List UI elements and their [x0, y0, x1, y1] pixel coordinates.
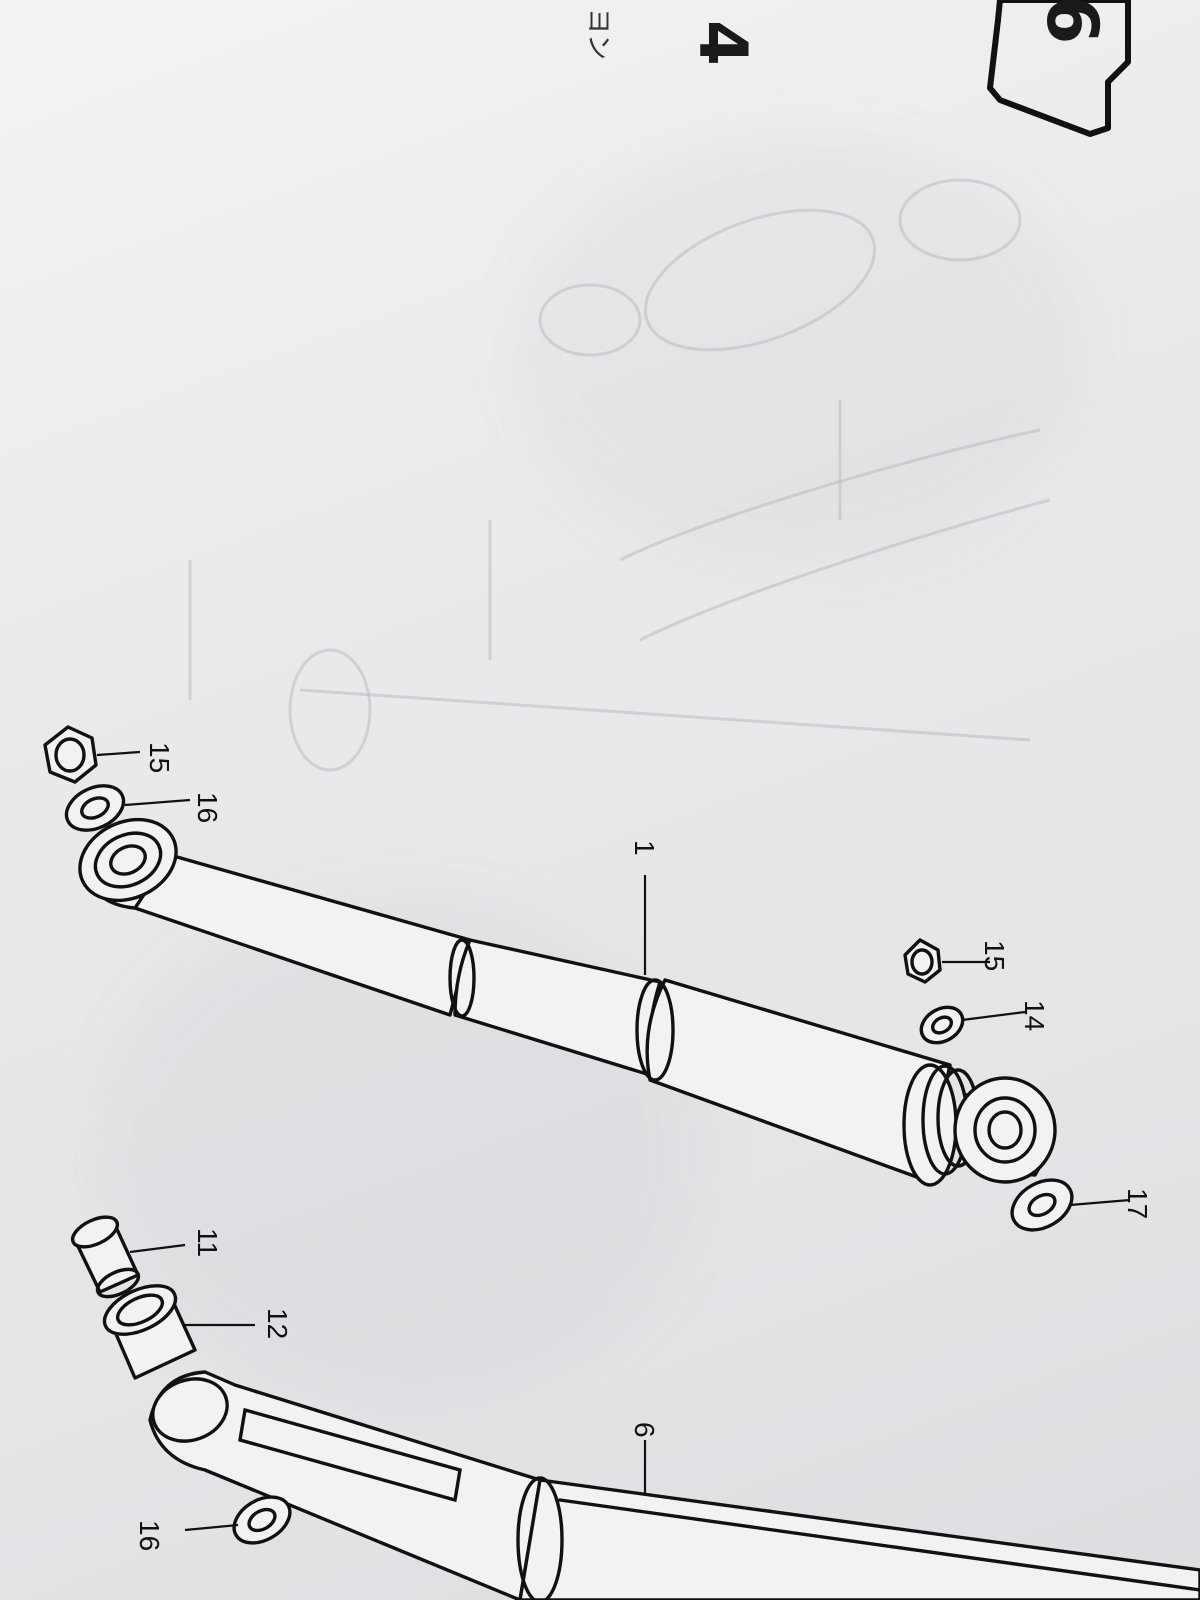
page-number: 4: [684, 20, 761, 66]
arm-part-6: [148, 1370, 1200, 1600]
section-box: 6: [987, 0, 1131, 137]
callout-11: 11: [192, 1228, 223, 1257]
callout-16-lower: 16: [134, 1520, 165, 1551]
section-number: 6: [1031, 0, 1113, 44]
nut-part-15-lower: [903, 938, 942, 984]
shock-absorber-part-1: [78, 817, 1057, 1187]
callout-6: 6: [629, 1422, 660, 1438]
callout-12: 12: [262, 1308, 293, 1339]
washer-part-17: [1010, 1178, 1074, 1232]
leader-lines: [96, 750, 1131, 1532]
washer-part-16-lower: [232, 1495, 292, 1545]
callout-labels: 15 16 1 15 14 17 11 12 6 16: [134, 742, 1153, 1551]
callout-16-upper: 16: [192, 792, 223, 823]
callout-17: 17: [1122, 1188, 1153, 1219]
nut-part-15-upper: [43, 725, 98, 784]
callout-14: 14: [1019, 1000, 1050, 1031]
washer-part-14: [919, 1005, 965, 1045]
callout-1: 1: [629, 840, 660, 856]
callout-15-upper: 15: [144, 742, 175, 773]
callout-15-lower: 15: [979, 940, 1010, 971]
washer-part-16-upper: [64, 784, 126, 832]
header-caption: ヨン: [583, 8, 613, 60]
bleed-through-ghost: [188, 178, 1051, 772]
bushing-part-11: [70, 1215, 141, 1299]
rubber-bushing-part-12: [102, 1284, 197, 1380]
